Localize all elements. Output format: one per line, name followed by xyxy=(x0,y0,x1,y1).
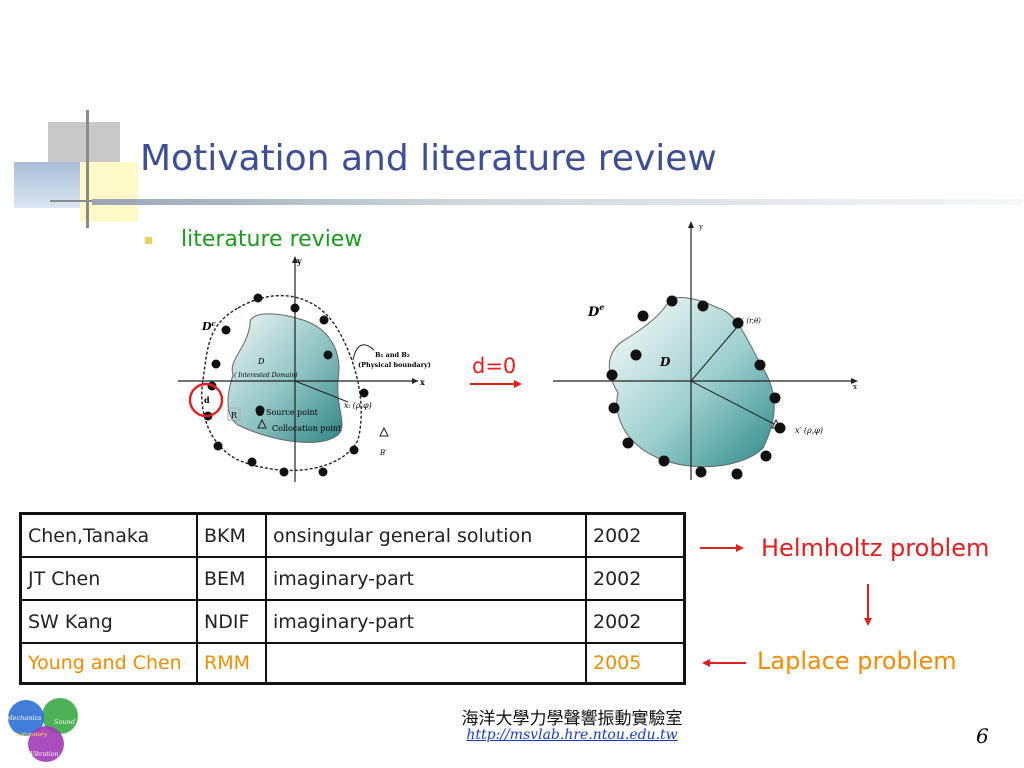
table-row: Young and Chen RMM 2005 xyxy=(19,642,686,685)
right-axis-y-label: y xyxy=(698,223,703,231)
literature-table: Chen,Tanaka BKM onsingular general solut… xyxy=(19,512,686,685)
left-axis-y-label: y xyxy=(296,256,302,266)
b-prime-label: B′ xyxy=(379,449,387,457)
figure-left-nonzero-d: y x Dc D ( Interested Domain) B₁ and B₂ … xyxy=(178,256,431,482)
figure-right-zero-d: y x De D s′ (r,θ) x′ (ρ,φ) xyxy=(553,221,858,480)
down-arrow-icon xyxy=(864,584,872,626)
page-number: 6 xyxy=(976,724,989,748)
legend-collocation-point: Collocation point xyxy=(272,424,342,433)
boundary-points-right xyxy=(606,295,786,480)
helmholtz-label: Helmholtz problem xyxy=(761,534,990,562)
cell-year: 2002 xyxy=(585,512,686,558)
left-point-label: xᵢ (ρ,φ) xyxy=(344,401,372,410)
bullet-marker xyxy=(145,237,152,244)
cell-authors: JT Chen xyxy=(19,556,198,601)
cell-authors: SW Kang xyxy=(19,599,198,644)
lab-url-link[interactable]: http://msvlab.hre.ntou.edu.tw xyxy=(466,727,678,743)
svg-text:Sound: Sound xyxy=(54,718,75,726)
helmholtz-arrow-icon xyxy=(700,544,744,552)
right-collocation-label: x′ (ρ,φ) xyxy=(795,426,823,435)
boundary-label-2: (Physical boundary) xyxy=(358,361,431,369)
left-axis-x-label: x xyxy=(420,377,425,387)
r-label: R xyxy=(231,411,238,420)
left-domain-complement-label: Dc xyxy=(201,319,217,333)
svg-text:Vibration: Vibration xyxy=(30,751,58,758)
cell-method: BEM xyxy=(196,556,267,601)
cell-method: BKM xyxy=(196,512,267,558)
cell-authors: Young and Chen xyxy=(19,642,198,685)
source-points xyxy=(203,293,369,477)
legend-source-point: Source point xyxy=(266,408,319,417)
highlight-circle xyxy=(188,382,224,418)
d-label: d xyxy=(204,395,210,405)
right-arrow-icon xyxy=(470,380,522,388)
slide-title: Motivation and literature review xyxy=(140,138,717,179)
right-domain-label: D xyxy=(659,355,671,369)
decor-square-yellow xyxy=(80,162,138,222)
cell-detail: imaginary-part xyxy=(265,556,587,601)
title-underline xyxy=(92,199,1022,205)
decor-vertical-line xyxy=(86,110,89,228)
msv-lab-logo: Mechanics Sound Laboratory Vibration xyxy=(5,698,78,762)
table-row: JT Chen BEM imaginary-part 2002 xyxy=(19,556,686,601)
boundary-label-1: B₁ and B₂ xyxy=(375,351,410,359)
source-boundary xyxy=(201,295,362,472)
table-row: Chen,Tanaka BKM onsingular general solut… xyxy=(19,512,686,558)
cell-method: RMM xyxy=(196,642,267,685)
right-source-label: s′ (r,θ) xyxy=(739,317,761,325)
cell-method: NDIF xyxy=(196,599,267,644)
laplace-arrow-icon xyxy=(702,659,746,667)
svg-text:Mechanics: Mechanics xyxy=(5,714,42,722)
right-axis-x-label: x xyxy=(853,383,857,391)
cell-year: 2002 xyxy=(585,599,686,644)
bullet-text: literature review xyxy=(181,227,363,252)
cell-detail xyxy=(265,642,587,685)
table-row: SW Kang NDIF imaginary-part 2002 xyxy=(19,599,686,644)
svg-text:Laboratory: Laboratory xyxy=(15,732,48,738)
cell-authors: Chen,Tanaka xyxy=(19,512,198,558)
d-zero-label: d=0 xyxy=(472,354,517,378)
cell-detail: imaginary-part xyxy=(265,599,587,644)
laplace-label: Laplace problem xyxy=(757,647,957,675)
left-domain-label: D xyxy=(257,357,265,366)
cell-year: 2002 xyxy=(585,556,686,601)
right-domain-exterior-label: De xyxy=(587,302,604,320)
cell-detail: onsingular general solution xyxy=(265,512,587,558)
interested-domain-right xyxy=(608,297,775,468)
lab-name: 海洋大學力學聲響振動實驗室 xyxy=(461,709,683,729)
left-domain-desc: ( Interested Domain) xyxy=(234,372,298,379)
cell-year: 2005 xyxy=(585,642,686,685)
